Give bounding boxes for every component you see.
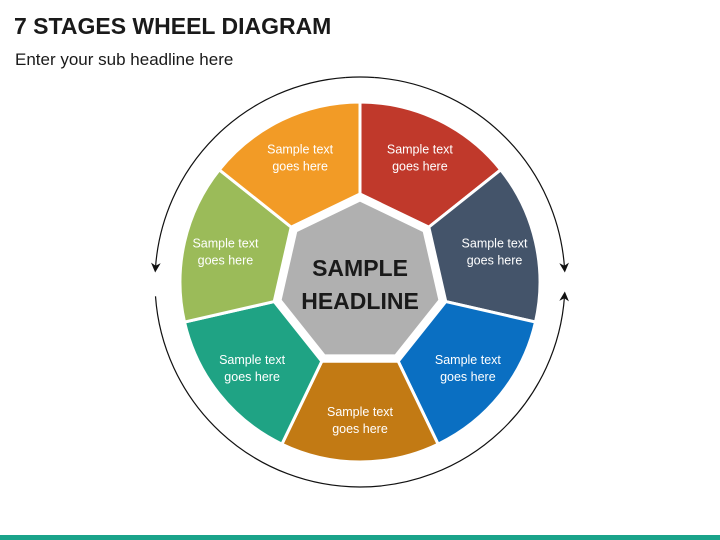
segment-label-line1: Sample text — [435, 353, 502, 367]
wheel-segment-1: Sample text goes here — [358, 100, 503, 229]
wheel-segment-2: Sample text goes here — [427, 167, 542, 324]
center-headline-line1: SAMPLE — [312, 255, 408, 281]
segment-shape-4 — [279, 359, 441, 464]
segment-label-line2: goes here — [392, 160, 448, 174]
wheel-segment-3: Sample text goes here — [396, 299, 538, 447]
segment-shape-2 — [427, 167, 542, 324]
slide-title: 7 STAGES WHEEL DIAGRAM — [14, 13, 332, 39]
segment-label-line1: Sample text — [462, 236, 529, 250]
segment-label-line2: goes here — [332, 422, 388, 436]
segment-shape-3 — [396, 299, 538, 447]
segment-label-line1: Sample text — [192, 236, 259, 250]
wheel-segment-5: Sample text goes here — [182, 299, 324, 447]
segment-shape-7 — [217, 100, 362, 229]
segment-shape-1 — [358, 100, 503, 229]
arrow-bottom — [154, 291, 569, 488]
segment-label-line2: goes here — [224, 370, 280, 384]
segment-label-line1: Sample text — [219, 353, 286, 367]
slide-subtitle: Enter your sub headline here — [15, 50, 234, 69]
wheel-segment-4: Sample text goes here — [279, 359, 441, 464]
segment-label-line2: goes here — [467, 253, 523, 267]
segment-shape-5 — [182, 299, 324, 447]
segment-label-line1: Sample text — [387, 143, 454, 157]
segment-label-line2: goes here — [272, 160, 328, 174]
arrow-top-left — [151, 76, 346, 273]
segment-label-line1: Sample text — [267, 143, 334, 157]
segment-shape-6 — [178, 167, 293, 324]
center-headline-line2: HEADLINE — [301, 288, 419, 314]
arrow-top-right — [374, 76, 569, 273]
segment-label-line1: Sample text — [327, 405, 394, 419]
wheel-segment-7: Sample text goes here — [217, 100, 362, 229]
segment-label-line2: goes here — [198, 253, 254, 267]
segment-label-line2: goes here — [440, 370, 496, 384]
center-heptagon — [278, 198, 442, 358]
wheel-segment-6: Sample text goes here — [178, 167, 293, 324]
bottom-accent-bar — [0, 535, 720, 540]
